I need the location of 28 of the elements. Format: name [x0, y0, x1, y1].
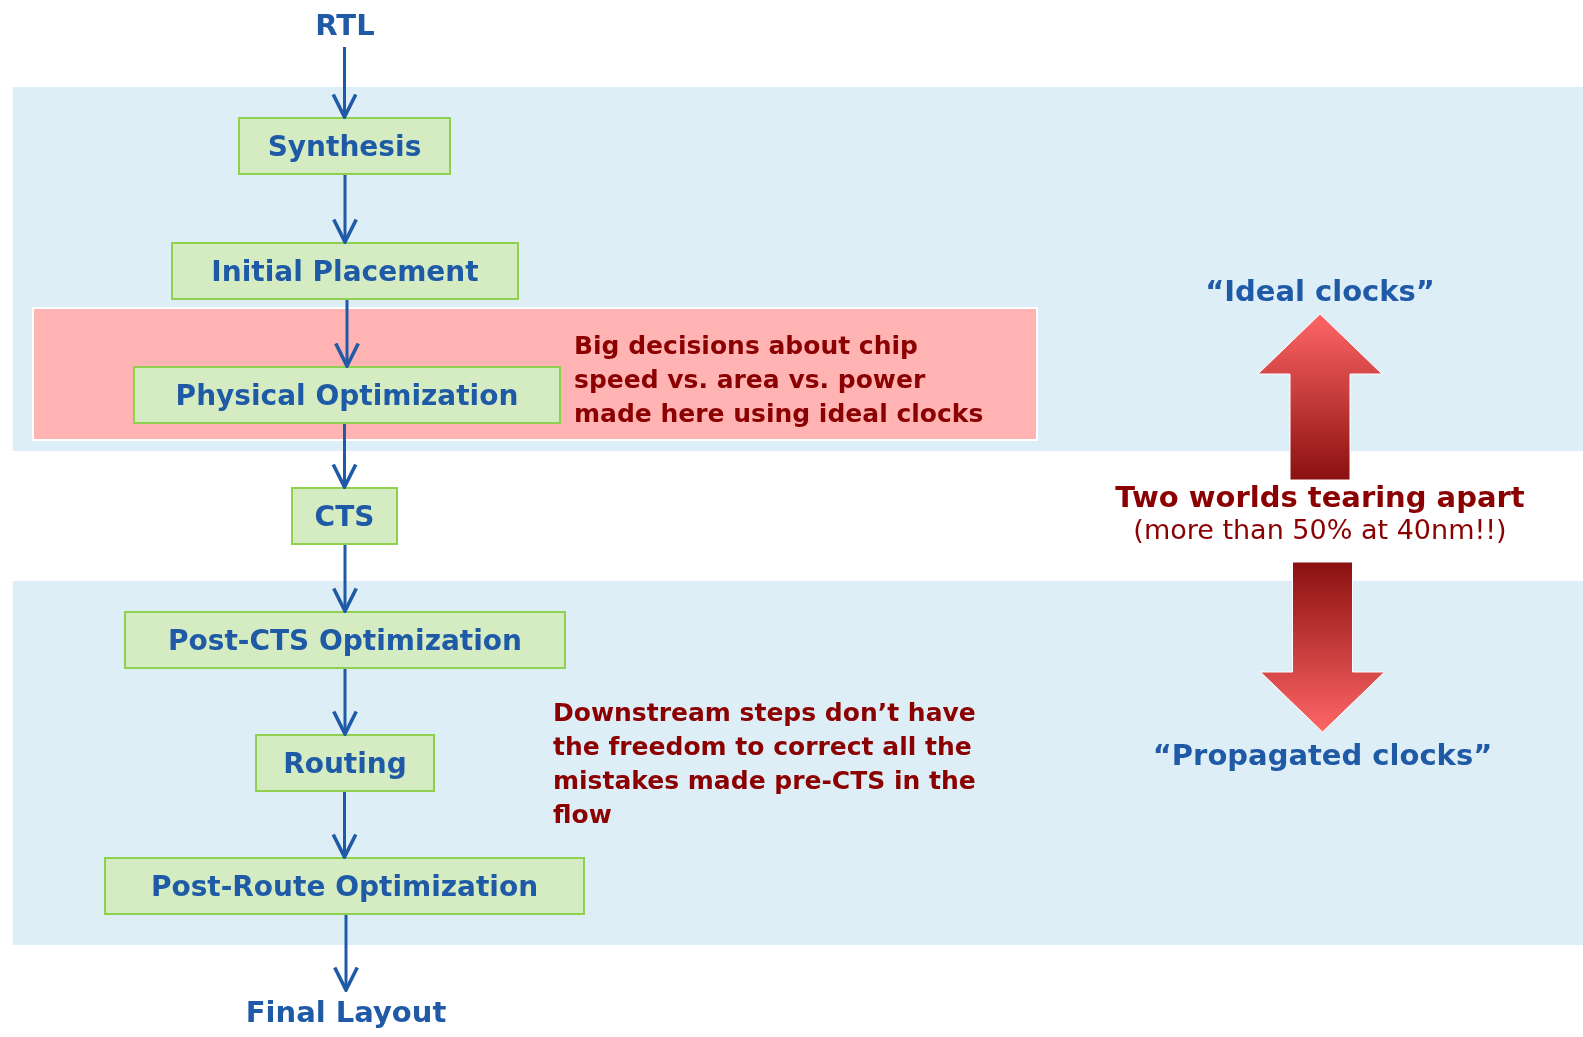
process-box: Synthesis [238, 117, 451, 175]
arrow [331, 175, 359, 244]
flow-label: Final Layout [216, 990, 476, 1034]
background-band [13, 87, 1583, 451]
arrow [331, 545, 359, 613]
background-band [13, 581, 1583, 945]
process-box: Physical Optimization [133, 366, 561, 424]
block-arrow [1260, 561, 1385, 733]
clock-label: “Propagated clocks” [1120, 732, 1525, 778]
arrow [331, 792, 358, 859]
arrow [331, 669, 359, 736]
process-box: Post-Route Optimization [104, 857, 585, 915]
arrow [331, 47, 358, 119]
note-text: Downstream steps don’t have the freedom to correct all the mistakes made pre-CTS in the flow [553, 697, 977, 831]
block-arrow [1257, 313, 1383, 481]
process-box: Routing [255, 734, 435, 792]
arrow [332, 915, 360, 992]
note-text: (more than 50% at 40nm!!) [1132, 514, 1508, 545]
arrow [333, 300, 361, 368]
process-box: Initial Placement [171, 242, 519, 300]
clock-label: “Ideal clocks” [1180, 268, 1460, 314]
flow-label: RTL [290, 2, 400, 47]
arrow [331, 424, 358, 489]
process-box: Post-CTS Optimization [124, 611, 566, 669]
highlight-band [32, 307, 1038, 441]
note-text: Big decisions about chip speed vs. area vs. power made here using ideal clocks [574, 330, 985, 430]
heading-text: Two worlds tearing apart [1114, 480, 1526, 514]
process-box: CTS [291, 487, 398, 545]
